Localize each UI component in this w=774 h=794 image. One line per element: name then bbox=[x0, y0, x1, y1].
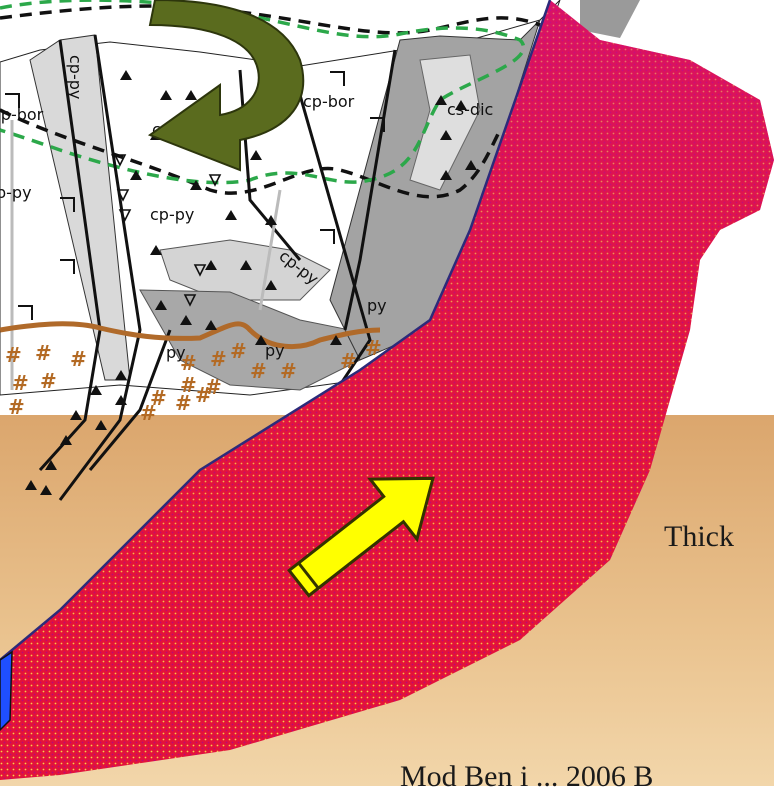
caption-thick: Thick bbox=[664, 520, 734, 554]
svg-text:#: # bbox=[210, 347, 227, 371]
svg-text:#: # bbox=[280, 359, 297, 383]
svg-text:#: # bbox=[140, 401, 157, 425]
svg-text:#: # bbox=[195, 383, 212, 407]
svg-text:#: # bbox=[5, 343, 22, 367]
label-cp-bor-mid: cp-bor bbox=[303, 92, 355, 111]
svg-text:#: # bbox=[35, 341, 52, 365]
caption-credit: Mod Ben i ... 2006 B bbox=[400, 760, 653, 794]
svg-text:#: # bbox=[70, 347, 87, 371]
svg-text:#: # bbox=[230, 339, 247, 363]
label-cs-dic: cs-dic bbox=[447, 100, 493, 119]
svg-text:#: # bbox=[12, 371, 29, 395]
blue-corner-marker bbox=[0, 652, 12, 730]
svg-text:#: # bbox=[250, 359, 267, 383]
svg-text:#: # bbox=[40, 369, 57, 393]
label-p-py: p-py bbox=[0, 183, 32, 202]
label-cp-py-vertical: cp-py bbox=[66, 55, 85, 99]
svg-text:#: # bbox=[8, 395, 25, 419]
label-cp-py-center: cp-py bbox=[150, 205, 194, 224]
label-py-low: py bbox=[265, 341, 285, 360]
label-py-bottom: py bbox=[166, 343, 186, 362]
svg-text:#: # bbox=[340, 349, 357, 373]
svg-text:#: # bbox=[175, 391, 192, 415]
label-py-right: py bbox=[367, 296, 387, 315]
label-cp-bor-left: cp-bor bbox=[0, 105, 44, 124]
